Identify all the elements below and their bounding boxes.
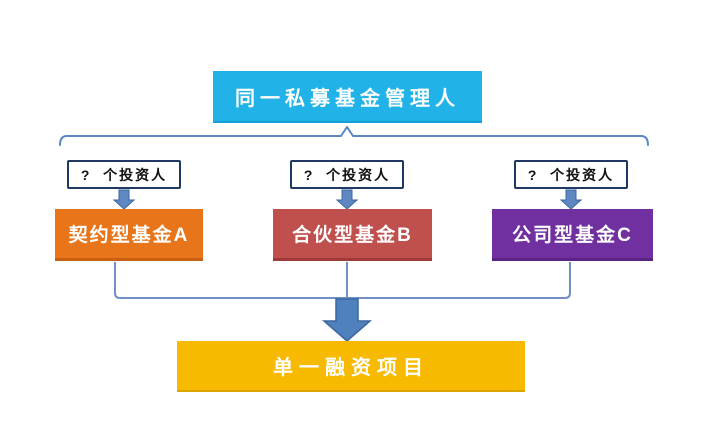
fund-box-contract-label: 契约型基金A bbox=[68, 225, 190, 246]
project-box-label: 单一融资项目 bbox=[273, 357, 429, 379]
brace bbox=[59, 126, 649, 146]
investor-box-b-label: ? 个投资人 bbox=[303, 166, 391, 183]
fund-box-corporate-label: 公司型基金C bbox=[512, 225, 633, 246]
project-box: 单一融资项目 bbox=[177, 341, 525, 392]
fund-box-contract: 契约型基金A bbox=[55, 209, 203, 261]
connector-line bbox=[114, 262, 571, 299]
investor-box-c: ? 个投资人 bbox=[514, 160, 628, 189]
investor-box-a-label: ? 个投资人 bbox=[80, 166, 168, 183]
manager-box-label: 同一私募基金管理人 bbox=[235, 87, 460, 110]
down-arrow-icon bbox=[335, 189, 359, 210]
fund-box-corporate: 公司型基金C bbox=[492, 209, 653, 261]
fund-box-partnership: 合伙型基金B bbox=[273, 209, 432, 261]
investor-box-c-label: ? 个投资人 bbox=[527, 166, 615, 183]
investor-box-b: ? 个投资人 bbox=[290, 160, 404, 189]
investor-box-a: ? 个投资人 bbox=[67, 160, 181, 189]
manager-box: 同一私募基金管理人 bbox=[213, 71, 482, 123]
big-down-arrow-icon bbox=[321, 298, 373, 342]
fund-box-partnership-label: 合伙型基金B bbox=[292, 225, 413, 246]
down-arrow-icon bbox=[112, 189, 136, 210]
down-arrow-icon bbox=[559, 189, 583, 210]
